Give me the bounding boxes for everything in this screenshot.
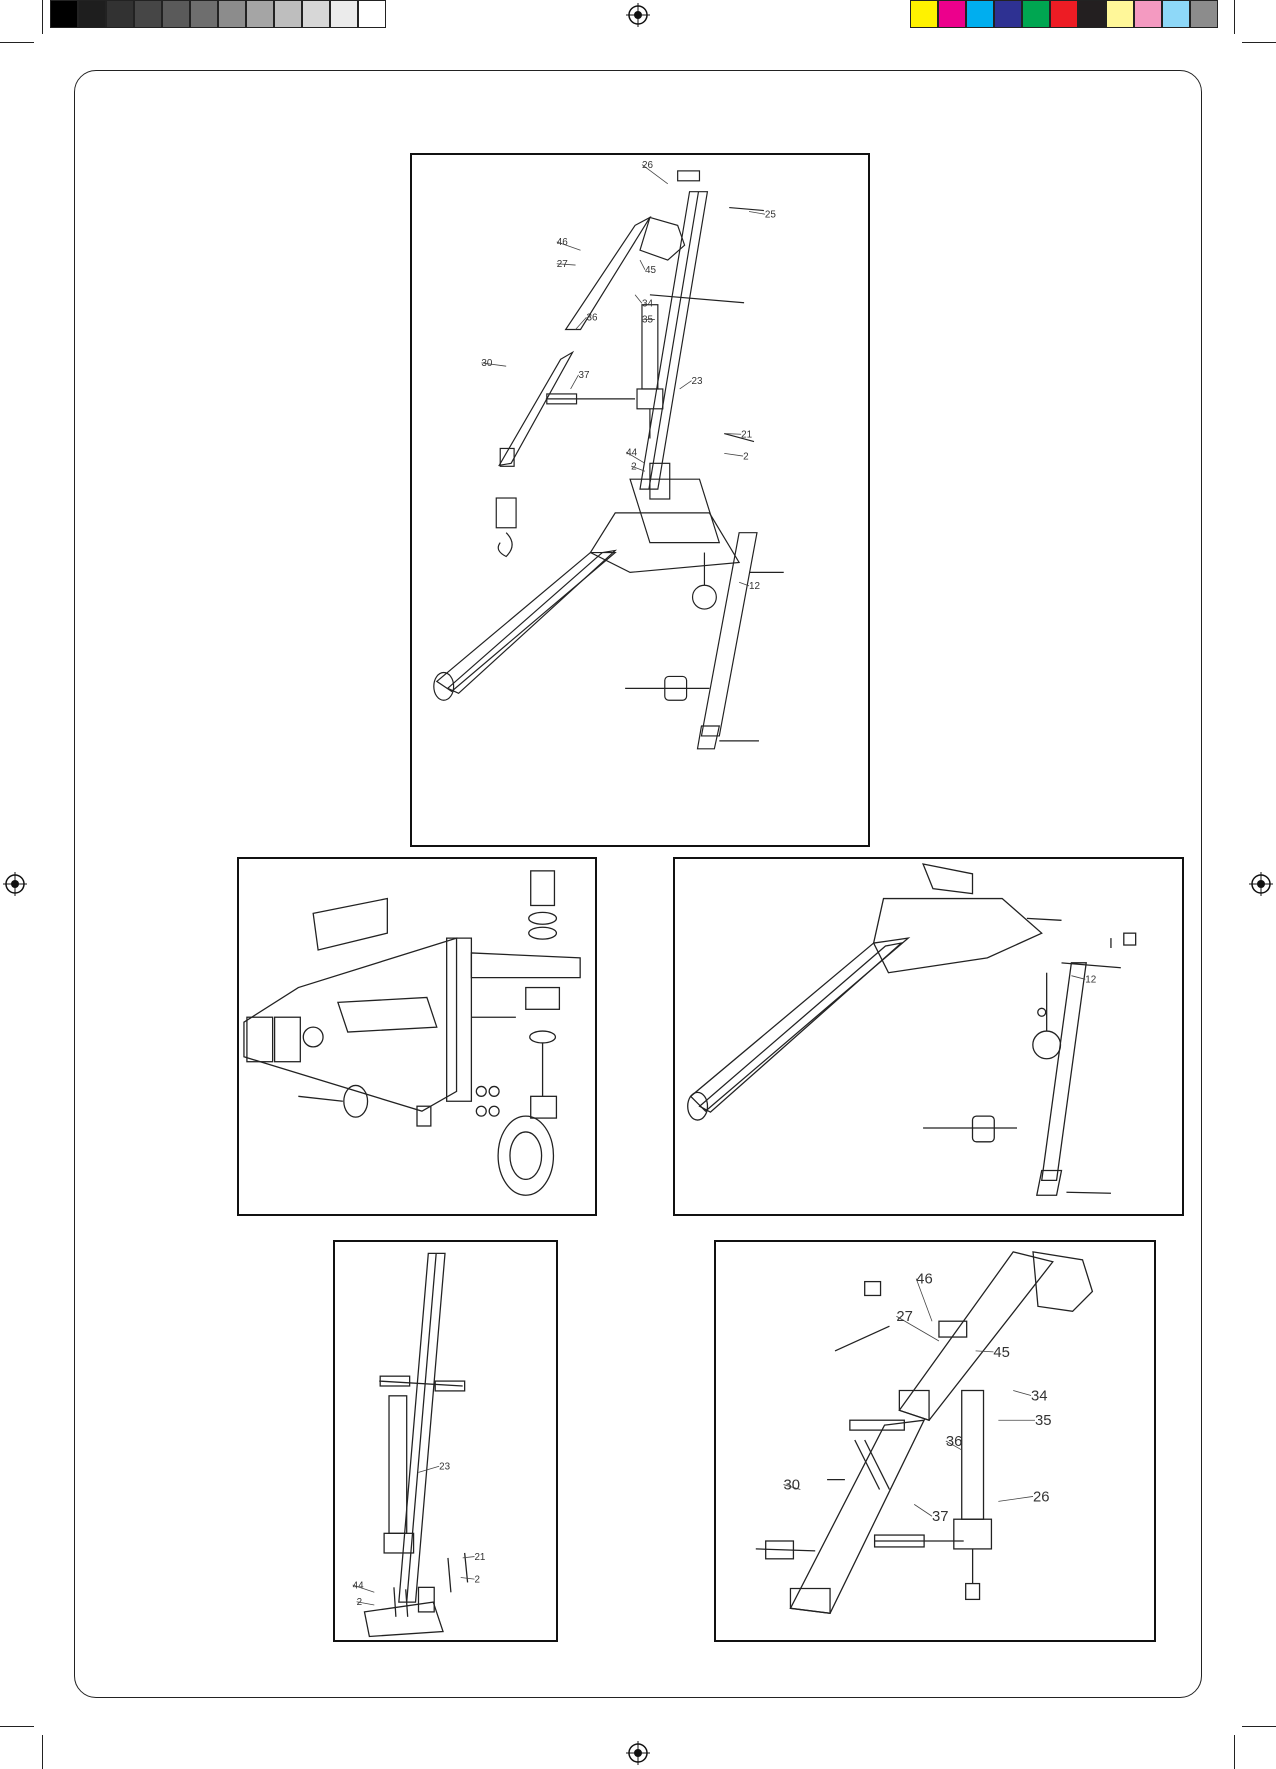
part-number-label: 35 bbox=[1035, 1413, 1052, 1429]
part-number-label: 46 bbox=[916, 1272, 933, 1288]
base-detail-drawing bbox=[239, 859, 595, 1214]
callout-leader-line bbox=[571, 375, 579, 389]
part-number-label: 46 bbox=[557, 237, 569, 248]
callout-leader-line bbox=[635, 295, 642, 304]
part-number-label: 2 bbox=[743, 451, 749, 462]
part-number-label: 30 bbox=[784, 1478, 801, 1494]
color-swatch bbox=[1190, 0, 1218, 28]
callout-leader-line bbox=[976, 1351, 994, 1352]
part-number-label: 12 bbox=[749, 581, 761, 592]
part-number-label: 12 bbox=[1085, 975, 1096, 986]
part-number-label: 36 bbox=[946, 1434, 963, 1450]
part-number-label: 44 bbox=[353, 1580, 364, 1591]
color-swatch bbox=[1134, 0, 1162, 28]
part-number-label: 34 bbox=[1031, 1388, 1048, 1404]
color-swatch bbox=[106, 0, 134, 28]
color-swatch bbox=[218, 0, 246, 28]
color-swatch bbox=[274, 0, 302, 28]
color-swatch bbox=[938, 0, 966, 28]
part-number-label: 21 bbox=[741, 430, 753, 441]
part-number-label: 37 bbox=[579, 370, 591, 381]
crop-mark bbox=[42, 0, 43, 34]
color-swatch bbox=[330, 0, 358, 28]
callout-leader-line bbox=[1071, 976, 1085, 980]
color-swatch bbox=[190, 0, 218, 28]
callout-leader-line bbox=[418, 1466, 439, 1472]
color-swatch bbox=[358, 0, 386, 28]
callout-leader-line bbox=[724, 453, 743, 456]
overview-exploded-diagram: 26 25 46 27 45 34 35 36 30 37 23 21 44 2 2 12 bbox=[410, 153, 870, 847]
color-swatch bbox=[1050, 0, 1078, 28]
part-number-label: 25 bbox=[765, 209, 777, 220]
part-number-label: 27 bbox=[557, 259, 569, 270]
part-number-label: 23 bbox=[692, 376, 704, 387]
part-number-label: 2 bbox=[357, 1597, 362, 1608]
color-swatch bbox=[1078, 0, 1106, 28]
part-number-label: 36 bbox=[586, 313, 598, 324]
crop-mark bbox=[0, 42, 34, 43]
color-swatch bbox=[1022, 0, 1050, 28]
part-number-label: 21 bbox=[474, 1552, 485, 1563]
part-number-label: 44 bbox=[626, 447, 638, 458]
part-number-label: 34 bbox=[642, 299, 654, 310]
part-number-label: 37 bbox=[932, 1509, 949, 1525]
crop-mark bbox=[0, 1726, 34, 1727]
color-swatch bbox=[910, 0, 938, 28]
part-number-label: 45 bbox=[645, 265, 657, 276]
color-swatch bbox=[966, 0, 994, 28]
part-number-label: 23 bbox=[439, 1461, 450, 1472]
mast-detail-drawing: 23 21 44 2 2 bbox=[335, 1242, 556, 1640]
crop-mark bbox=[42, 1735, 43, 1769]
part-number-label: 45 bbox=[993, 1345, 1010, 1361]
base-assembly-detail-diagram bbox=[237, 857, 597, 1216]
grayscale-swatch-row bbox=[50, 0, 386, 30]
part-number-label: 26 bbox=[642, 160, 654, 171]
registration-mark-top bbox=[626, 3, 650, 27]
callout-leader-line bbox=[914, 1504, 932, 1516]
part-number-label: 27 bbox=[896, 1309, 913, 1325]
crop-mark bbox=[1242, 42, 1276, 43]
mast-detail-diagram: 23 21 44 2 2 bbox=[333, 1240, 558, 1642]
callout-leader-line bbox=[1013, 1391, 1031, 1396]
callout-leader-line bbox=[749, 212, 765, 215]
registration-mark-bottom bbox=[626, 1741, 650, 1765]
legs-detail-diagram: 12 bbox=[673, 857, 1184, 1216]
color-swatch bbox=[134, 0, 162, 28]
overview-drawing: 26 25 46 27 45 34 35 36 30 37 23 21 44 2 2 12 bbox=[412, 155, 868, 845]
color-swatch bbox=[994, 0, 1022, 28]
part-number-label: 26 bbox=[1033, 1489, 1050, 1505]
crop-mark bbox=[1242, 1726, 1276, 1727]
color-swatch bbox=[302, 0, 330, 28]
part-number-label: 30 bbox=[481, 358, 493, 369]
callout-leader-line bbox=[680, 381, 692, 389]
registration-mark-right bbox=[1249, 872, 1273, 896]
registration-mark-left bbox=[3, 872, 27, 896]
color-swatch bbox=[78, 0, 106, 28]
color-swatch bbox=[50, 0, 78, 28]
color-swatch bbox=[162, 0, 190, 28]
color-swatch bbox=[1106, 0, 1134, 28]
color-swatch bbox=[246, 0, 274, 28]
legs-detail-drawing: 12 bbox=[675, 859, 1182, 1214]
crop-mark bbox=[1234, 0, 1235, 34]
part-number-label: 2 bbox=[474, 1574, 479, 1585]
boom-detail-diagram: 46 27 45 34 35 36 30 37 26 bbox=[714, 1240, 1156, 1642]
crop-mark bbox=[1234, 1735, 1235, 1769]
color-swatch bbox=[1162, 0, 1190, 28]
callout-leader-line bbox=[998, 1496, 1033, 1501]
color-swatch-row bbox=[910, 0, 1218, 30]
part-number-label: 35 bbox=[642, 315, 654, 326]
boom-detail-drawing: 46 27 45 34 35 36 30 37 26 bbox=[716, 1242, 1154, 1640]
part-number-label: 2 bbox=[631, 461, 637, 472]
